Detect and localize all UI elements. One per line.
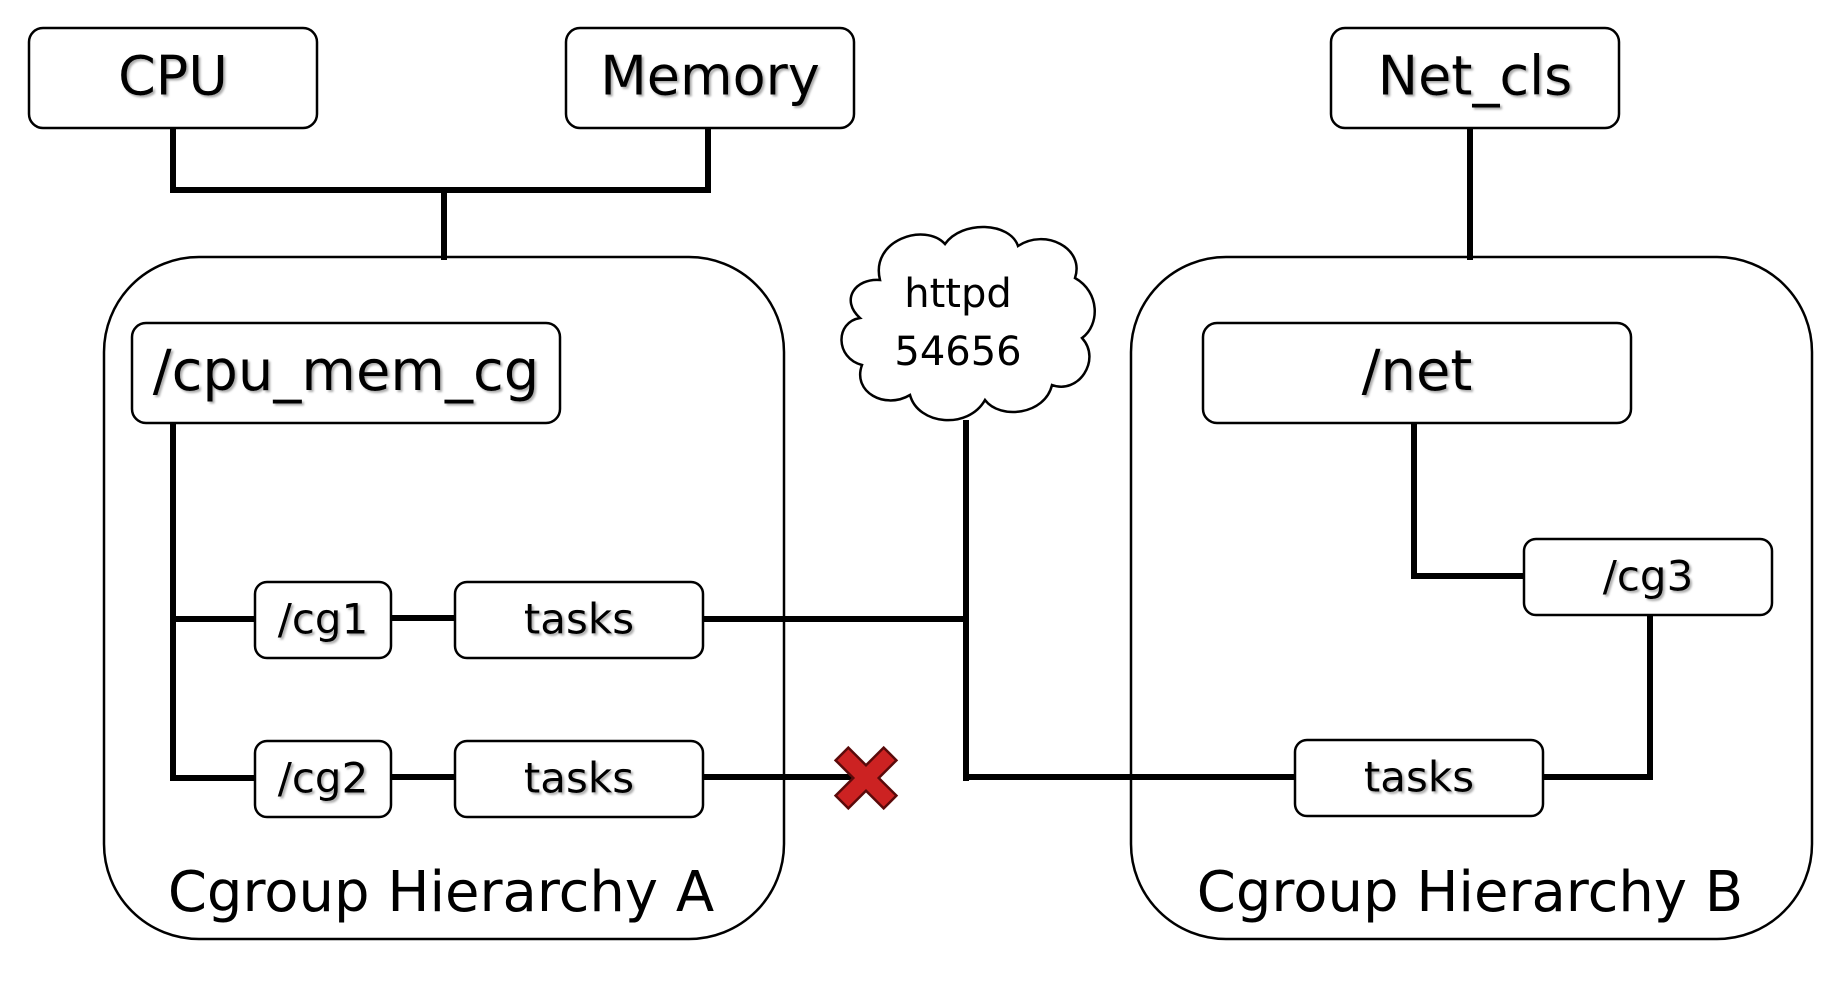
tasks-b-node: tasks bbox=[1293, 738, 1545, 818]
httpd-process-cloud: httpd 54656 bbox=[840, 225, 1096, 422]
net-label: /net bbox=[1362, 339, 1473, 404]
cpu-label: CPU bbox=[118, 45, 228, 108]
tasks-b-label: tasks bbox=[1364, 753, 1474, 802]
net-cls-label: Net_cls bbox=[1378, 45, 1573, 108]
net-node: /net bbox=[1201, 321, 1633, 425]
cloud-shape bbox=[840, 225, 1096, 422]
blocked-x-icon bbox=[833, 745, 899, 811]
cg1-label: /cg1 bbox=[278, 595, 369, 644]
connector-lines bbox=[170, 125, 1653, 781]
tasks-a2-label: tasks bbox=[524, 754, 634, 803]
cg1-node: /cg1 bbox=[253, 580, 393, 660]
tasks-a2-node: tasks bbox=[453, 739, 705, 819]
cg2-node: /cg2 bbox=[253, 739, 393, 819]
httpd-pid: 54656 bbox=[894, 329, 1021, 375]
cpu-mem-cg-label: /cpu_mem_cg bbox=[153, 339, 540, 404]
net-cls-subsystem: Net_cls bbox=[1329, 26, 1621, 130]
tasks-a1-label: tasks bbox=[524, 595, 634, 644]
cg3-node: /cg3 bbox=[1522, 537, 1774, 617]
memory-subsystem: Memory bbox=[564, 26, 856, 130]
tasks-a1-node: tasks bbox=[453, 580, 705, 660]
cg2-label: /cg2 bbox=[278, 754, 369, 803]
memory-label: Memory bbox=[600, 45, 820, 108]
cg3-label: /cg3 bbox=[1603, 552, 1694, 601]
cpu-mem-cg-node: /cpu_mem_cg bbox=[130, 321, 562, 425]
hierarchy-b-label: Cgroup Hierarchy B bbox=[1197, 860, 1743, 925]
cpu-subsystem: CPU bbox=[27, 26, 319, 130]
httpd-name: httpd bbox=[904, 271, 1012, 317]
hierarchy-a-label: Cgroup Hierarchy A bbox=[168, 860, 714, 925]
